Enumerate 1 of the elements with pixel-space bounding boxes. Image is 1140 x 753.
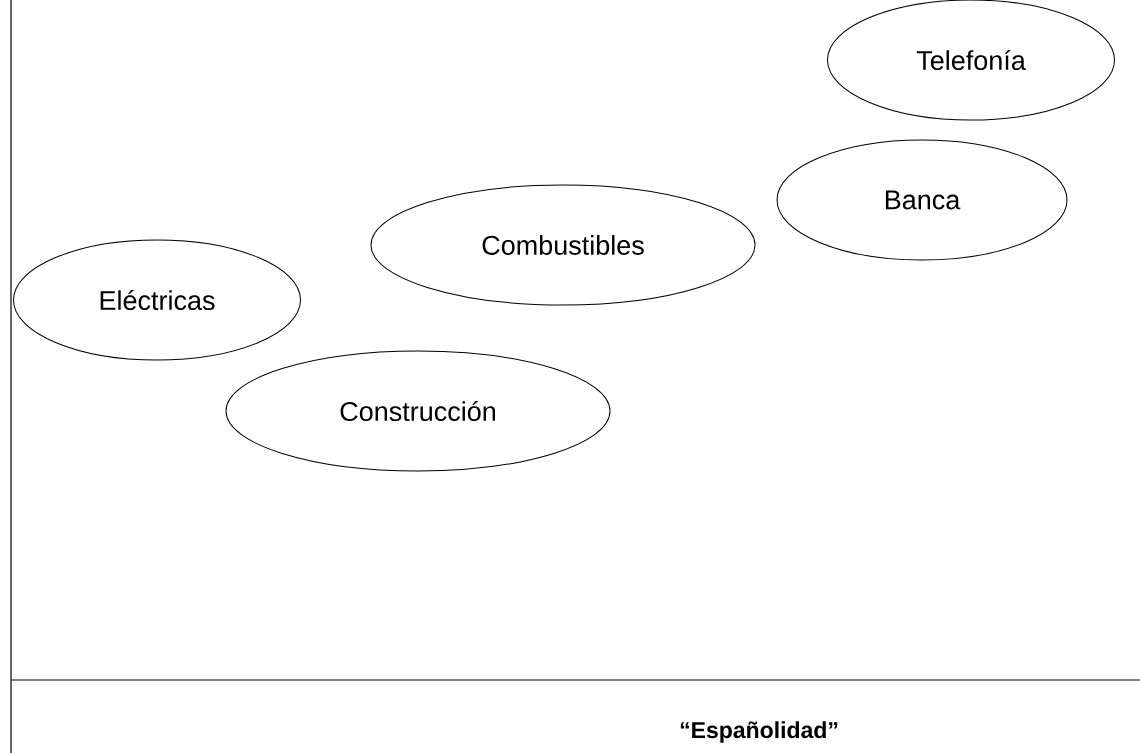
axis-label: “Españolidad”	[680, 721, 838, 743]
